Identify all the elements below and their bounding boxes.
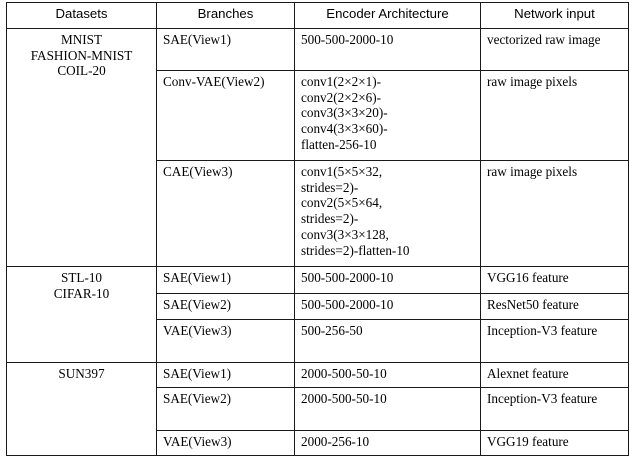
header-row: Datasets Branches Encoder Architecture N… (6, 2, 629, 29)
network-input-cell: VGG19 feature (480, 430, 629, 456)
table-row: CAE(View3) conv1(5×5×32,strides=2)-conv2… (7, 160, 629, 267)
dataset-architecture-table: Datasets Branches Encoder Architecture N… (6, 2, 629, 456)
table-row: Conv-VAE(View2) conv1(2×2×1)-conv2(2×2×6… (7, 70, 629, 161)
branch-cell: VAE(View3) (156, 319, 295, 363)
encoder-cell: conv1(2×2×1)-conv2(2×2×6)-conv3(3×3×20)-… (294, 70, 481, 161)
dataset-group-cell: SUN397 (6, 362, 157, 456)
network-input-cell: Alexnet feature (480, 362, 629, 388)
network-input-cell: vectorized raw im­age (480, 28, 629, 71)
branch-cell: CAE(View3) (156, 160, 295, 267)
encoder-cell: 2000-500-50-10 (294, 362, 481, 388)
table-header: Datasets Branches Encoder Architecture N… (6, 2, 629, 29)
table-row: VAE(View3) 500-256-50 Inception-V3 fea­t… (7, 319, 629, 363)
table-row: SUN397 SAE(View1) 2000-500-50-10 Alexnet… (6, 362, 629, 456)
branch-cell: Conv-VAE(View2) (156, 70, 295, 161)
encoder-cell: 500-500-2000-10 (294, 293, 481, 320)
column-header-datasets: Datasets (6, 2, 157, 29)
network-input-cell: Inception-V3 fea­ture (480, 387, 629, 431)
network-input-cell: Inception-V3 fea­ture (480, 319, 629, 363)
network-input-cell: VGG16 feature (480, 266, 629, 294)
spec-table-container: Datasets Branches Encoder Architecture N… (6, 2, 629, 456)
branch-cell: VAE(View3) (156, 430, 295, 456)
encoder-cell: 500-256-50 (294, 319, 481, 363)
column-header-encoder-architecture: Encoder Architecture (294, 2, 481, 29)
encoder-cell: conv1(5×5×32,strides=2)-conv2(5×5×64,str… (294, 160, 481, 267)
network-input-cell: raw image pixels (480, 160, 629, 267)
branch-cell: SAE(View2) (156, 387, 295, 431)
encoder-cell: 2000-500-50-10 (294, 387, 481, 431)
network-input-cell: raw image pixels (480, 70, 629, 161)
encoder-cell: 500-500-2000-10 (294, 266, 481, 294)
encoder-cell: 2000-256-10 (294, 430, 481, 456)
branch-cell: SAE(View1) (156, 266, 295, 294)
branch-cell: SAE(View2) (156, 293, 295, 320)
network-input-cell: ResNet50 feature (480, 293, 629, 320)
table-row: SAE(View2) 500-500-2000-10 ResNet50 feat… (7, 293, 629, 320)
encoder-cell: 500-500-2000-10 (294, 28, 481, 71)
branch-cell: SAE(View1) (156, 362, 295, 388)
table-row: SAE(View2) 2000-500-50-10 Inception-V3 f… (7, 387, 629, 431)
branch-cell: SAE(View1) (156, 28, 295, 71)
column-header-branches: Branches (156, 2, 295, 29)
column-header-network-input: Network input (480, 2, 629, 29)
